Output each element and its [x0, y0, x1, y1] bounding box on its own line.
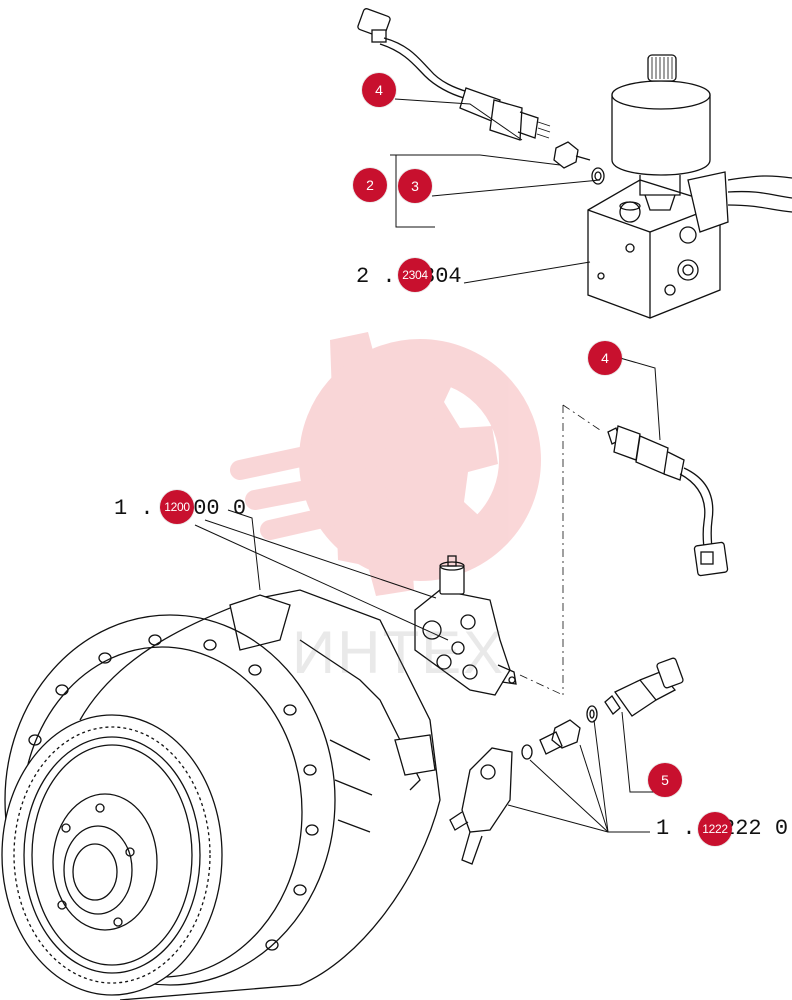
callout-badge-4-top[interactable]: 4: [362, 73, 396, 107]
final-drive-hub: [1, 589, 441, 1000]
solenoid-valve: [587, 54, 792, 319]
callout-badge-2304[interactable]: 2304: [398, 258, 432, 292]
callout-badge-2[interactable]: 2: [353, 168, 387, 202]
mid-leader-lines: [194, 357, 664, 833]
callout-badge-1222[interactable]: 1222: [698, 812, 732, 846]
callout-badge-3[interactable]: 3: [398, 169, 432, 203]
sensor-kit-parts: [449, 657, 684, 865]
center-line: [519, 404, 601, 696]
watermark-logo: [230, 332, 541, 596]
callout-badge-1200[interactable]: 1200: [160, 490, 194, 524]
pressure-switch-top: [357, 8, 605, 185]
callout-badge-4-right[interactable]: 4: [588, 341, 622, 375]
callout-badge-5[interactable]: 5: [648, 763, 682, 797]
sensor-right: [607, 425, 729, 577]
top-leader-lines: [390, 98, 601, 284]
hydraulic-block: [414, 555, 517, 696]
watermark-text: ИНТЕХ: [292, 619, 506, 686]
